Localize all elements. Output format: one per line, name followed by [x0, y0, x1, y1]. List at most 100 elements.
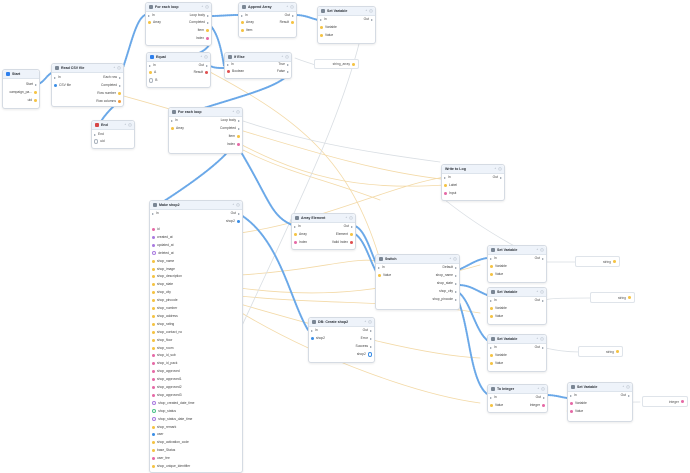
string-array-pill[interactable]: string_array [314, 59, 359, 69]
exec-pin-icon[interactable] [370, 345, 372, 348]
node-controls-icon[interactable]: ⌃ ⓘ [286, 5, 294, 9]
pin-icon[interactable] [350, 233, 353, 236]
pin-valid-index[interactable]: Valid Index [332, 240, 353, 245]
set-variable-node-3[interactable]: Set Variable⌃ ⓘ In Variable Value Out [487, 334, 547, 372]
pin-array[interactable]: Array [294, 232, 307, 237]
exec-pin-icon[interactable] [351, 225, 353, 228]
pin-icon[interactable] [152, 259, 155, 263]
exec-pin-icon[interactable] [294, 225, 296, 228]
exec-pin-icon[interactable] [119, 84, 121, 87]
field-row[interactable]: shop_remark [152, 425, 176, 430]
pin-value[interactable]: Value [490, 403, 503, 408]
node-controls-icon[interactable]: ⌃ ⓘ [201, 5, 209, 9]
start-uid[interactable]: uid [28, 98, 37, 103]
string-pill-3[interactable]: string [578, 346, 623, 357]
pin-completed[interactable]: Completed [101, 83, 121, 88]
pin-item[interactable]: Item [241, 28, 252, 33]
field-row[interactable]: shop_id_sub [152, 353, 176, 358]
field-row[interactable]: shop_status [152, 409, 176, 414]
pin-in[interactable]: In [149, 63, 156, 68]
pin-out[interactable]: Out [344, 224, 353, 229]
exec-pin-icon[interactable] [455, 274, 457, 277]
start-out[interactable]: Start [26, 82, 37, 87]
pin-out[interactable]: Out [364, 17, 373, 22]
pin-row-columns[interactable]: Row columns [96, 99, 121, 104]
pin-icon[interactable] [118, 92, 121, 95]
set-variable-node[interactable]: Set Variable⌃ ⓘ In Variable Value Out [317, 6, 376, 44]
pin-index[interactable]: Index [227, 142, 240, 147]
pin-icon[interactable] [152, 235, 155, 239]
pin-out[interactable]: Out [536, 395, 545, 400]
pin-icon[interactable] [118, 100, 121, 103]
pin-out[interactable]: Out [535, 345, 544, 350]
pin-icon[interactable] [152, 433, 155, 437]
pin-icon[interactable] [294, 233, 297, 236]
field-row[interactable]: shop_approved2 [152, 385, 182, 390]
end-node[interactable]: End⌃ ⓘ End uid [91, 120, 135, 149]
field-row[interactable]: shop_address [152, 314, 178, 319]
pin-icon[interactable] [149, 71, 152, 74]
pin-in[interactable]: In [171, 118, 178, 123]
exec-pin-icon[interactable] [490, 346, 492, 349]
node-controls-icon[interactable]: ⌃ ⓘ [537, 387, 545, 391]
pin-in[interactable]: In [490, 345, 497, 350]
field-row[interactable]: shop_status_date_time [152, 417, 192, 422]
exec-pin-icon[interactable] [227, 63, 229, 66]
pin-element[interactable]: Element [336, 232, 353, 237]
field-row[interactable]: shop_activation_code [152, 440, 189, 445]
node-controls-icon[interactable]: ⌃ ⓘ [364, 320, 372, 324]
node-header[interactable]: Start [3, 70, 39, 79]
pin-icon[interactable] [237, 143, 240, 146]
exec-pin-icon[interactable] [206, 64, 208, 67]
pin-completed[interactable]: Completed [189, 20, 209, 25]
pin-icon[interactable] [444, 192, 447, 195]
pin-a[interactable]: A [149, 70, 156, 75]
exec-pin-icon[interactable] [238, 119, 240, 122]
pin-out[interactable]: Out [363, 328, 372, 333]
node-controls-icon[interactable]: ⌃ ⓘ [494, 167, 502, 171]
exec-pin-icon[interactable] [542, 257, 544, 260]
field-row[interactable]: shop_pincode [152, 298, 178, 303]
exec-pin-icon[interactable] [500, 176, 502, 179]
pin-icon[interactable] [542, 404, 545, 407]
pin-icon[interactable] [152, 299, 155, 303]
pin-icon[interactable] [148, 21, 151, 24]
exec-pin-icon[interactable] [207, 14, 209, 17]
exec-pin-icon[interactable] [292, 14, 294, 17]
node-controls-icon[interactable]: ⌃ ⓘ [113, 66, 121, 70]
pin-shop-name[interactable]: shop_name [436, 273, 457, 278]
exec-pin-icon[interactable] [370, 337, 372, 340]
pin-variable[interactable]: Variable [490, 353, 507, 358]
exec-pin-icon[interactable] [490, 396, 492, 399]
pin-in[interactable]: In [490, 395, 497, 400]
pin-icon[interactable] [628, 296, 631, 299]
pin-icon[interactable] [616, 350, 619, 353]
field-row[interactable]: deleted_at [152, 251, 174, 256]
exec-pin-icon[interactable] [455, 282, 457, 285]
pin-icon[interactable] [152, 409, 157, 414]
pin-icon[interactable] [152, 354, 155, 358]
pin-icon[interactable] [152, 346, 155, 350]
pin-icon[interactable] [206, 29, 209, 32]
pin-shop-state[interactable]: shop_state [437, 281, 457, 286]
set-variable-node-1[interactable]: Set Variable⌃ ⓘ In Variable Value Out [487, 245, 547, 283]
pin-array[interactable]: Array [241, 20, 254, 25]
node-controls-icon[interactable]: ⌃ ⓘ [536, 290, 544, 294]
node-header[interactable]: For each loop⌃ ⓘ [146, 3, 211, 12]
pin-shop2[interactable]: shop2 [311, 336, 325, 341]
pin-success[interactable]: Success [356, 344, 372, 349]
node-controls-icon[interactable]: ⌃ ⓘ [536, 248, 544, 252]
pin-loop-body[interactable]: Loop body [221, 118, 240, 123]
node-header[interactable]: DB: Create shop2⌃ ⓘ [309, 318, 374, 327]
pin-icon[interactable] [291, 21, 294, 24]
field-row[interactable]: updated_at [152, 243, 174, 248]
pin-csv[interactable]: CSV file [54, 83, 71, 88]
pin-icon[interactable] [294, 241, 297, 244]
pin-index[interactable]: Index [196, 36, 209, 41]
pin-icon[interactable] [152, 338, 155, 342]
exec-pin-icon[interactable] [370, 329, 372, 332]
pin-index[interactable]: Index [294, 240, 307, 245]
pin-b[interactable]: B [149, 78, 157, 83]
start-node[interactable]: Start Start campaign_pa... uid [2, 69, 40, 109]
